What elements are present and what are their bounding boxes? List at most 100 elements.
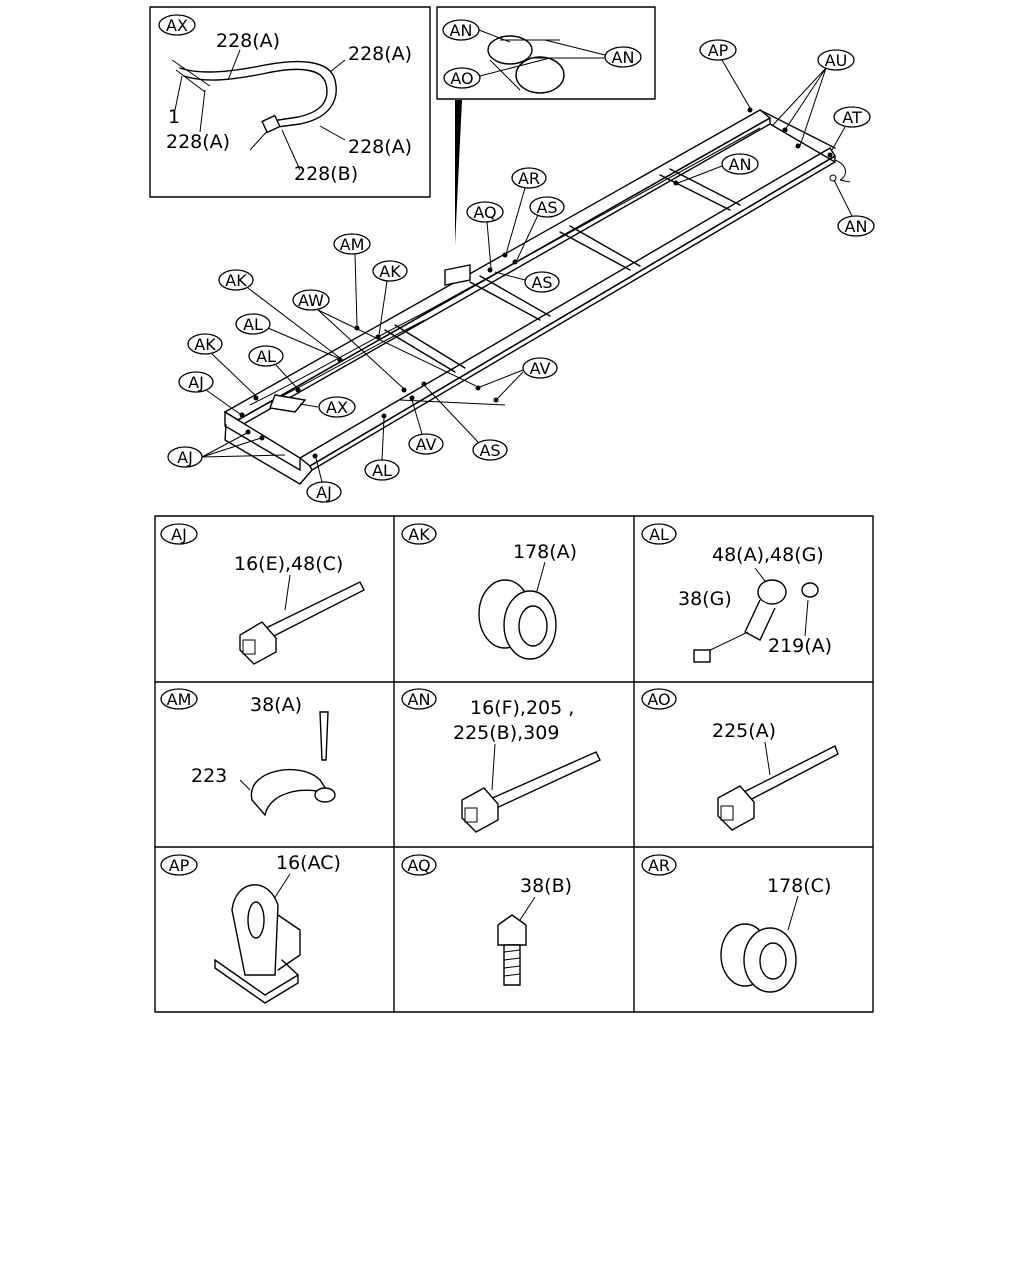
svg-text:AS: AS <box>479 441 500 460</box>
callout-av-bottom: AV <box>408 433 444 455</box>
cell-al: AL 48(A),48(G) 38(G) 219(A) <box>641 523 832 663</box>
cell-al-part-3: 219(A) <box>768 635 832 657</box>
callout-al-bottom: AL <box>364 459 400 481</box>
bolt-icon <box>693 649 711 663</box>
cable-tie-icon <box>741 745 839 803</box>
cell-al-part-2: 38(G) <box>678 588 732 610</box>
callout-aj-upper: AJ <box>178 371 214 393</box>
grid-frame <box>154 515 874 1013</box>
callout-an-right: AN <box>837 215 875 237</box>
callout-an-inset-2: AN <box>604 46 642 68</box>
callout-al-upper: AL <box>235 313 271 335</box>
callout-aq: AQ <box>466 201 504 223</box>
svg-text:AN: AN <box>845 217 868 236</box>
svg-text:AJ: AJ <box>177 448 193 467</box>
cell-ak-tag: AK <box>408 525 430 544</box>
svg-text:AN: AN <box>450 21 473 40</box>
svg-text:AJ: AJ <box>316 483 332 502</box>
svg-text:AS: AS <box>531 273 552 292</box>
callout-ar: AR <box>511 167 547 189</box>
cell-al-tag: AL <box>649 525 669 544</box>
cell-ar: AR 178(C) <box>641 854 831 993</box>
cell-ao-tag: AO <box>647 690 670 709</box>
cell-am: AM 38(A) 223 <box>160 688 336 817</box>
svg-text:AM: AM <box>340 235 365 254</box>
cell-aq: AQ 38(B) <box>401 854 572 986</box>
callout-as-top: AS <box>529 196 565 218</box>
part-228b: 228(B) <box>294 163 358 185</box>
svg-text:AJ: AJ <box>188 373 204 392</box>
cell-ak: AK 178(A) <box>401 523 577 660</box>
part-1: 1 <box>168 106 180 128</box>
callout-as-bottom: AS <box>472 439 508 461</box>
cell-aq-part: 38(B) <box>520 875 572 897</box>
cell-an: AN 16(F),205 , 225(B),309 <box>401 688 601 833</box>
inset-an-frame <box>436 6 656 100</box>
callout-ak-lower: AK <box>187 333 223 355</box>
svg-text:AX: AX <box>166 16 188 35</box>
svg-text:AT: AT <box>842 108 862 127</box>
svg-text:AK: AK <box>225 271 247 290</box>
callout-ak-left: AK <box>218 269 254 291</box>
cell-ao-part: 225(A) <box>712 720 776 742</box>
svg-text:AL: AL <box>256 347 276 366</box>
hose-228a <box>179 61 337 129</box>
callout-ao-inset: AO <box>443 67 481 89</box>
svg-text:AV: AV <box>530 359 551 378</box>
svg-text:AW: AW <box>298 291 324 310</box>
cell-ap-tag: AP <box>169 856 190 875</box>
callout-ak-mid: AK <box>372 260 408 282</box>
svg-text:AK: AK <box>379 262 401 281</box>
svg-text:AO: AO <box>450 69 473 88</box>
cell-aj-part: 16(E),48(C) <box>234 553 343 575</box>
svg-text:AU: AU <box>825 51 848 70</box>
cell-ak-part: 178(A) <box>513 541 577 563</box>
inset-ax-frame <box>149 6 431 198</box>
svg-text:AK: AK <box>194 335 216 354</box>
parts-grid: AJ 16(E),48(C) AK 178(A) AL 48(A),48(G) … <box>154 515 874 1013</box>
cell-am-part-2: 223 <box>191 765 227 787</box>
cell-aj: AJ 16(E),48(C) <box>160 523 365 665</box>
chassis-frame <box>223 107 851 485</box>
cell-ap: AP 16(AC) <box>160 852 341 1004</box>
cell-am-part-1: 38(A) <box>250 694 302 716</box>
callout-at: AT <box>833 106 871 128</box>
cell-an-tag: AN <box>408 690 431 709</box>
svg-text:AL: AL <box>243 315 263 334</box>
svg-text:AR: AR <box>518 169 540 188</box>
svg-text:AL: AL <box>372 461 392 480</box>
callout-am: AM <box>333 233 371 255</box>
rail-right <box>298 147 836 467</box>
callout-ax-inset: AX <box>158 14 196 36</box>
svg-text:AN: AN <box>612 48 635 67</box>
callout-aw: AW <box>292 289 330 311</box>
cell-ap-part: 16(AC) <box>276 852 341 874</box>
part-228a-left: 228(A) <box>166 131 230 153</box>
callout-al-mid: AL <box>248 345 284 367</box>
svg-text:AX: AX <box>326 398 348 417</box>
callout-aj-left: AJ <box>167 446 203 468</box>
svg-text:AS: AS <box>536 198 557 217</box>
part-228a-lower: 228(A) <box>348 136 412 158</box>
clamp-icon <box>757 579 787 605</box>
cell-an-part-2: 225(B),309 <box>453 722 559 744</box>
callout-an-mid: AN <box>721 153 759 175</box>
wire-harness <box>249 127 761 406</box>
cell-aj-tag: AJ <box>171 525 187 544</box>
callout-av-right: AV <box>522 357 558 379</box>
bolt-icon <box>497 914 527 946</box>
callout-aj-bottom: AJ <box>306 481 342 503</box>
cell-ao: AO 225(A) <box>641 688 839 831</box>
cable-tie-icon <box>261 581 365 641</box>
cell-al-part-1: 48(A),48(G) <box>712 544 824 566</box>
cell-am-tag: AM <box>167 690 192 709</box>
inset-ax: AX 228(A) 228(A) 1 228(A) 228(A) 228(B) <box>149 6 431 198</box>
svg-text:AP: AP <box>708 41 729 60</box>
inset-an-ao: AN AN AO <box>436 6 656 245</box>
callout-au: AU <box>817 49 855 71</box>
cable-tie-icon <box>487 751 601 811</box>
cell-ar-tag: AR <box>648 856 670 875</box>
svg-text:AN: AN <box>729 155 752 174</box>
callout-as-mid: AS <box>524 271 560 293</box>
